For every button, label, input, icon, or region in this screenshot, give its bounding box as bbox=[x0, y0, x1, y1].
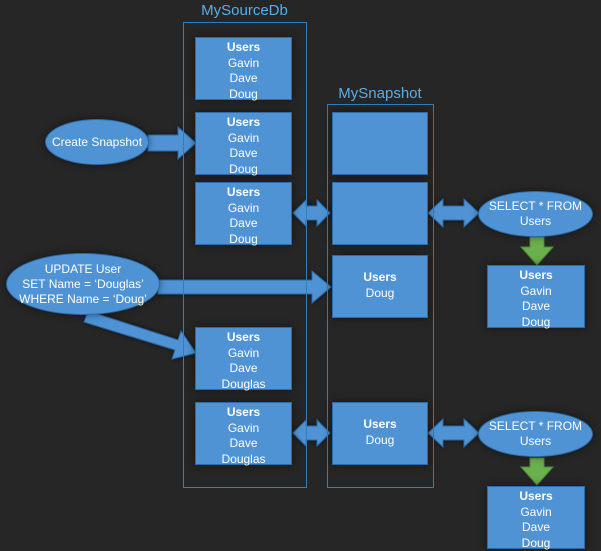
table-header: Users bbox=[226, 40, 261, 54]
snapshot-table-3: Users Doug bbox=[332, 255, 428, 318]
table-row: Gavin bbox=[227, 345, 260, 360]
source-db-column bbox=[183, 22, 307, 488]
table-header: Users bbox=[226, 185, 261, 199]
table-row: Gavin bbox=[520, 283, 552, 298]
table-header: Users bbox=[226, 115, 261, 129]
table-row: Dave bbox=[229, 216, 258, 230]
update-to-source-arrow bbox=[83, 310, 197, 360]
table-row: Gavin bbox=[227, 130, 260, 145]
source-table-2: Users Gavin Dave Doug bbox=[195, 112, 292, 176]
source-table-4: Users Gavin Dave Douglas bbox=[195, 327, 292, 391]
select-query-1: SELECT * FROM Users bbox=[478, 191, 593, 237]
table-row: Gavin bbox=[227, 200, 260, 215]
action-line: SELECT * FROM bbox=[488, 419, 583, 433]
table-row: Dave bbox=[229, 71, 258, 85]
table-header: Users bbox=[226, 405, 261, 419]
table-row: Gavin bbox=[227, 420, 260, 435]
source-table-3: Users Gavin Dave Doug bbox=[195, 182, 292, 246]
action-line: UPDATE User bbox=[44, 261, 122, 276]
action-line: Users bbox=[519, 434, 552, 448]
table-header: Users bbox=[519, 489, 553, 503]
table-row: Dave bbox=[229, 361, 258, 375]
table-header: Users bbox=[519, 268, 553, 282]
select-query-2: SELECT * FROM Users bbox=[478, 411, 593, 457]
snapshot-title: MySnapshot bbox=[338, 85, 422, 102]
action-line: WHERE Name = ‘Doug’ bbox=[19, 291, 147, 306]
table-row: Douglas bbox=[221, 376, 266, 391]
action-line: Users bbox=[519, 214, 552, 228]
result-arrow-1 bbox=[519, 236, 555, 266]
snapshot-table-2 bbox=[332, 182, 428, 245]
table-row: Douglas bbox=[221, 451, 266, 466]
table-row: Doug bbox=[521, 535, 551, 550]
source-table-5: Users Gavin Dave Douglas bbox=[195, 402, 292, 466]
source-db-title: MySourceDb bbox=[201, 2, 288, 19]
create-snapshot-action: Create Snapshot bbox=[45, 119, 149, 165]
table-row: Doug bbox=[229, 231, 258, 246]
table-row: Dave bbox=[521, 520, 550, 534]
table-header: Users bbox=[363, 270, 397, 284]
double-arrow-2 bbox=[427, 197, 480, 229]
action-line: SELECT * FROM bbox=[488, 199, 583, 213]
table-row: Doug bbox=[365, 432, 395, 447]
result-arrow-2 bbox=[519, 457, 555, 486]
update-statement-action: UPDATE User SET Name = ‘Douglas’ WHERE N… bbox=[6, 253, 160, 315]
create-snapshot-arrow bbox=[147, 125, 197, 161]
table-row: Doug bbox=[229, 161, 258, 176]
select-result-1: Users Gavin Dave Doug bbox=[487, 265, 585, 329]
table-row: Doug bbox=[365, 285, 395, 300]
table-row: Gavin bbox=[227, 55, 260, 70]
action-label: Create Snapshot bbox=[51, 134, 143, 149]
table-row: Doug bbox=[229, 86, 258, 101]
snapshot-table-1 bbox=[332, 112, 428, 175]
source-table-1: Users Gavin Dave Doug bbox=[195, 37, 292, 101]
snapshot-table-4: Users Doug bbox=[332, 402, 428, 465]
action-line: SET Name = ‘Douglas’ bbox=[22, 276, 144, 291]
select-result-2: Users Gavin Dave Doug bbox=[487, 486, 585, 550]
table-row: Doug bbox=[521, 314, 551, 329]
table-row: Dave bbox=[521, 299, 550, 313]
table-row: Dave bbox=[229, 436, 258, 450]
table-row: Dave bbox=[229, 146, 258, 160]
double-arrow-4 bbox=[427, 417, 480, 449]
table-row: Gavin bbox=[520, 504, 552, 519]
snapshot-column bbox=[327, 104, 434, 488]
table-header: Users bbox=[226, 330, 261, 344]
table-header: Users bbox=[363, 417, 397, 431]
